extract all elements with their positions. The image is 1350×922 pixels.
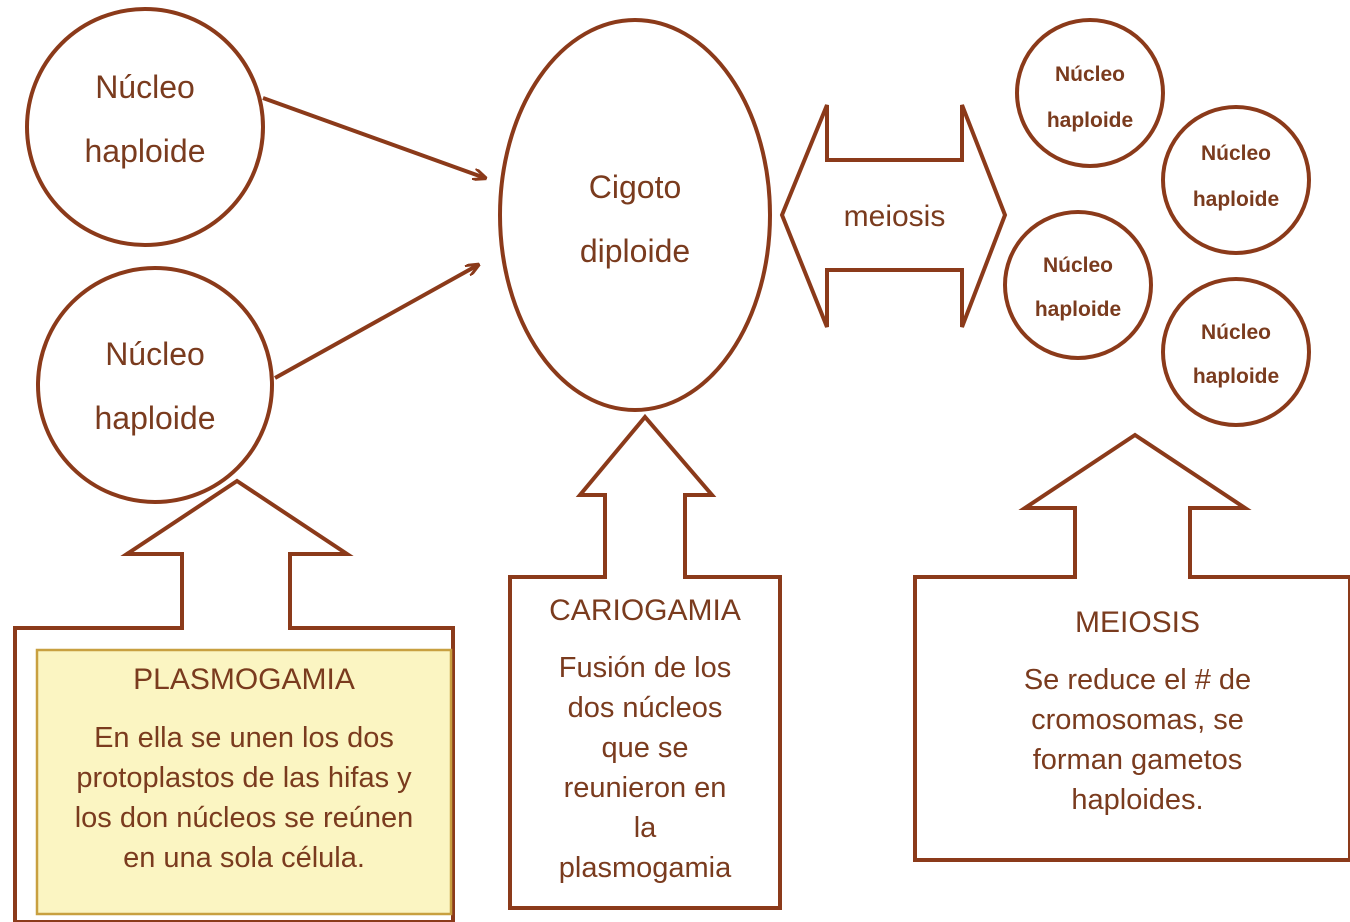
nucleus-right-4-circle (1161, 277, 1311, 427)
cariogamia-callout-shape (508, 413, 782, 910)
nucleus-right-4-line1: Núcleo (1200, 321, 1271, 344)
nucleus-right-1-circle (1015, 18, 1165, 168)
nucleus-left-1-line1: Núcleo (95, 69, 195, 105)
plasmogamia-line: en una sola célula. (123, 842, 365, 875)
meiosis-box-line: haploides. (1071, 784, 1204, 817)
meiosis-box-line: cromosomas, se (1031, 704, 1244, 737)
nucleus-right-2-line1: Núcleo (1200, 142, 1271, 165)
meiosis-box-line: Se reduce el # de (1023, 664, 1252, 696)
nucleus-right-1-label: Núcleo haploide (1030, 52, 1150, 144)
cariogamia-body: Fusión de los dos núcleos que se reunier… (514, 648, 776, 888)
nucleus-left-2-line2: haploide (94, 400, 216, 436)
nucleus-left-1-label: Núcleo haploide (45, 55, 245, 183)
nucleus-right-2-label: Núcleo haploide (1176, 131, 1296, 223)
arrow-nucleus2-to-zygote (274, 265, 478, 380)
nucleus-right-2-line2: haploide (1192, 188, 1280, 211)
cariogamia-title: CARIOGAMIA (549, 594, 741, 627)
nucleus-right-1-line1: Núcleo (1054, 63, 1125, 86)
nucleus-left-1-circle (25, 7, 265, 247)
nucleus-left-2-circle (36, 266, 274, 504)
cariogamia-line: Fusión de los (558, 652, 732, 684)
zygote-line1: Cigoto (588, 169, 682, 205)
cariogamia-line: dos núcleos (567, 692, 723, 725)
nucleus-right-3-line1: Núcleo (1042, 254, 1113, 277)
zygote-ellipse (498, 18, 772, 412)
plasmogamia-line: los don núcleos se reúnen (74, 802, 414, 835)
meiosis-box-text: MEIOSIS Se reduce el # de cromosomas, se… (925, 600, 1350, 820)
cariogamia-line: que se (601, 732, 689, 765)
cariogamia-line: reunieron en (563, 772, 727, 805)
plasmogamia-highlight-box (35, 648, 453, 916)
nucleus-right-4-label: Núcleo haploide (1176, 311, 1296, 399)
plasmogamia-text: PLASMOGAMIA En ella se unen los dos prot… (40, 656, 448, 878)
cariogamia-line: la (633, 812, 657, 845)
arrow-nucleus1-to-zygote (262, 96, 485, 178)
meiosis-box-body: Se reduce el # de cromosomas, se forman … (925, 660, 1350, 820)
nucleus-left-1-line2: haploide (84, 133, 206, 169)
nucleus-left-2-label: Núcleo haploide (55, 322, 255, 450)
meiosis-arrow-label: meiosis (843, 200, 946, 233)
meiosis-box-title: MEIOSIS (1074, 606, 1201, 639)
plasmogamia-title: PLASMOGAMIA (133, 663, 355, 696)
plasmogamia-body: En ella se unen los dos protoplastos de … (40, 718, 448, 878)
nucleus-right-3-circle (1003, 210, 1153, 360)
meiosis-callout-shape (913, 432, 1350, 862)
nucleus-left-2-line1: Núcleo (105, 336, 205, 372)
nucleus-right-3-label: Núcleo haploide (1018, 244, 1138, 332)
nucleus-right-1-line2: haploide (1046, 109, 1134, 132)
zygote-line2: diploide (579, 233, 691, 269)
plasmogamia-line: En ella se unen los dos (94, 722, 394, 754)
nucleus-right-4-line2: haploide (1192, 365, 1280, 388)
cariogamia-line: plasmogamia (558, 852, 732, 885)
nucleus-right-3-line2: haploide (1034, 298, 1122, 321)
cariogamia-text: CARIOGAMIA Fusión de los dos núcleos que… (514, 588, 776, 888)
meiosis-double-arrow (779, 104, 1008, 328)
nucleus-right-2-circle (1161, 105, 1311, 255)
meiosis-box-line: forman gametos (1032, 744, 1243, 777)
zygote-label: Cigoto diploide (535, 155, 735, 283)
plasmogamia-line: protoplastos de las hifas y (76, 762, 412, 795)
